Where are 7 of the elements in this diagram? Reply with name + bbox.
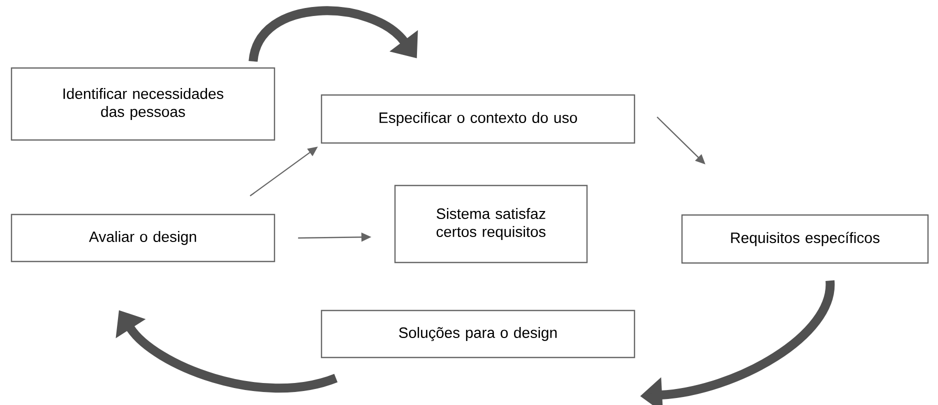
process-box: Sistema satisfaz certos requisitos [394,184,588,264]
process-box: Especificar o contexto do uso [320,94,636,144]
process-box: Avaliar o design [10,214,276,262]
curved-block-arrow [248,6,418,62]
process-box: Soluções para o design [320,310,636,358]
process-box: Identificar necessidades das pessoas [10,67,276,141]
process-box: Requisitos específicos [681,214,929,264]
